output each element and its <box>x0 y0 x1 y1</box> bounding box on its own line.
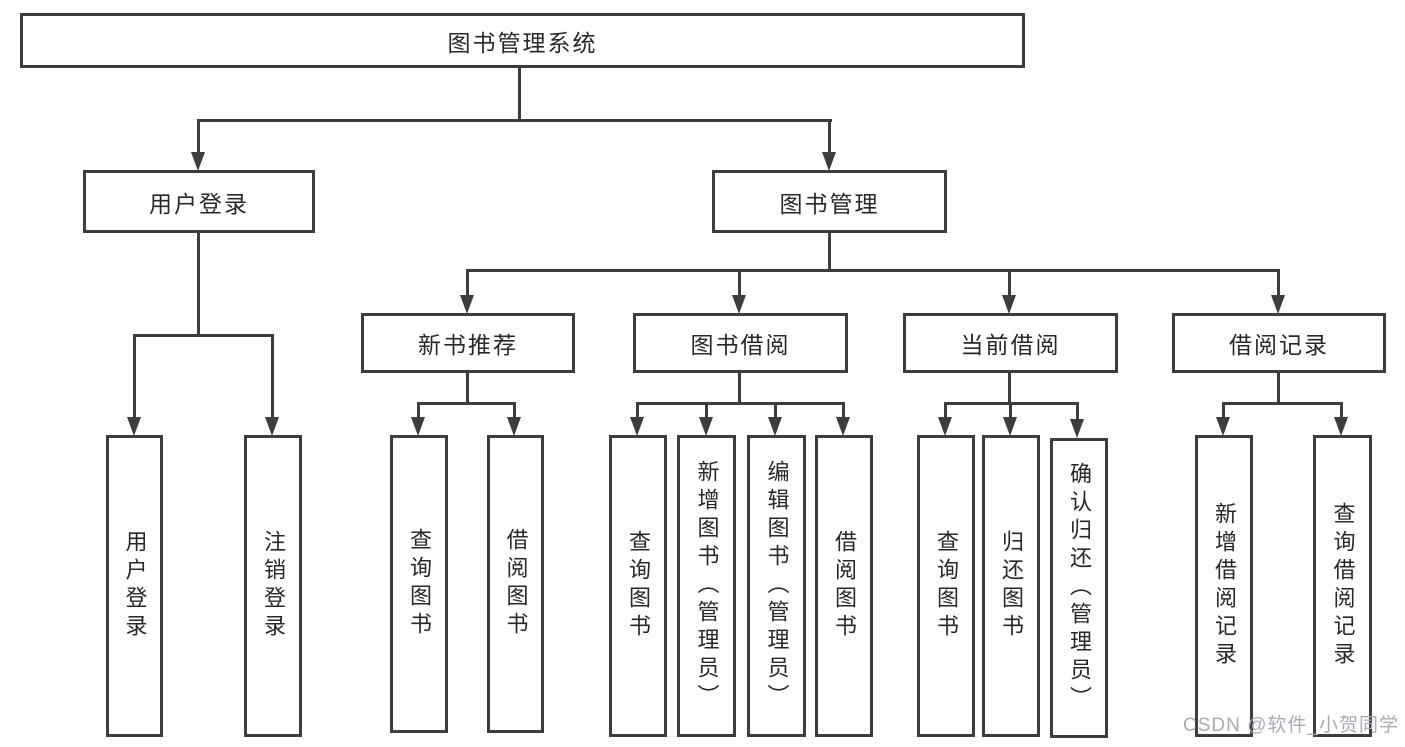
arrowhead-down-icon <box>1002 295 1016 314</box>
connector-userlogin-drop <box>197 119 200 154</box>
connector-drop <box>842 402 845 419</box>
leaf-return-books: 归还图书 <box>982 435 1040 737</box>
connector-bookmgmt-drop <box>828 119 831 154</box>
connector-borrow-rail <box>637 402 844 405</box>
csdn-watermark: CSDN @软件_小贺同学 <box>1183 715 1399 736</box>
connector-drop <box>774 402 777 419</box>
connector-root-rail <box>197 119 832 122</box>
leaf-query-books-borrow: 查询图书 <box>609 435 667 737</box>
connector-drop <box>705 402 708 419</box>
connector-borrow-stem <box>738 373 741 404</box>
leaf-add-borrow-record: 新增借阅记录 <box>1195 435 1253 737</box>
connector-drop <box>513 402 516 419</box>
node-book-borrowing: 图书借阅 <box>633 313 848 373</box>
node-borrowing-records: 借阅记录 <box>1172 313 1386 373</box>
arrowhead-down-icon <box>768 417 782 436</box>
leaf-confirm-return-admin: 确认归还（管理员） <box>1050 438 1108 738</box>
connector-drop <box>1008 269 1011 297</box>
connector-drop <box>636 402 639 419</box>
leaf-borrow-books-borrow: 借阅图书 <box>815 435 873 737</box>
connector-drop <box>1340 402 1343 419</box>
node-user-login: 用户登录 <box>83 170 315 233</box>
connector-newbook-rail <box>417 402 515 405</box>
arrowhead-down-icon <box>265 417 279 436</box>
connector-userlogin-rail <box>133 334 274 337</box>
leaf-add-books-admin: 新增图书（管理员） <box>677 435 736 737</box>
leaf-logout: 注销登录 <box>244 435 302 737</box>
arrowhead-down-icon <box>1334 417 1348 436</box>
leaf-user-login: 用户登录 <box>106 435 163 737</box>
node-current-borrowing: 当前借阅 <box>903 313 1118 373</box>
connector-current-rail <box>945 402 1079 405</box>
connector-record-rail <box>1223 402 1343 405</box>
arrowhead-down-icon <box>507 417 521 436</box>
connector-drop <box>1222 402 1225 419</box>
connector-record-stem <box>1277 373 1280 404</box>
connector-drop <box>271 334 274 418</box>
arrowhead-down-icon <box>1070 419 1084 438</box>
connector-root-stem <box>518 68 521 122</box>
arrowhead-down-icon <box>938 417 952 436</box>
leaf-borrow-books-newrec: 借阅图书 <box>487 435 544 733</box>
arrowhead-down-icon <box>127 417 141 436</box>
arrowhead-down-icon <box>460 295 474 314</box>
connector-drop <box>1009 402 1012 419</box>
arrowhead-down-icon <box>699 417 713 436</box>
connector-bookmgmt-stem <box>828 233 831 271</box>
arrowhead-down-icon <box>1271 295 1285 314</box>
node-book-management: 图书管理 <box>712 170 947 233</box>
connector-drop <box>738 269 741 297</box>
connector-drop <box>466 269 469 297</box>
connector-drop <box>1277 269 1280 297</box>
arrowhead-down-icon <box>822 152 836 171</box>
arrowhead-down-icon <box>411 417 425 436</box>
connector-drop <box>133 334 136 418</box>
leaf-query-borrow-record: 查询借阅记录 <box>1313 435 1372 737</box>
arrowhead-down-icon <box>732 295 746 314</box>
leaf-query-books-newrec: 查询图书 <box>390 435 448 733</box>
connector-userlogin-stem <box>197 233 200 336</box>
leaf-edit-books-admin: 编辑图书（管理员） <box>747 435 806 737</box>
connector-drop <box>944 402 947 419</box>
arrowhead-down-icon <box>630 417 644 436</box>
arrowhead-down-icon <box>1003 417 1017 436</box>
leaf-query-books-current: 查询图书 <box>917 435 975 737</box>
connector-drop <box>417 402 420 419</box>
arrowhead-down-icon <box>191 152 205 171</box>
connector-current-stem <box>1008 373 1011 404</box>
arrowhead-down-icon <box>1216 417 1230 436</box>
arrowhead-down-icon <box>836 417 850 436</box>
node-new-book-recommendation: 新书推荐 <box>361 313 575 373</box>
connector-bookmgmt-rail <box>467 269 1280 272</box>
connector-drop <box>1076 402 1079 421</box>
connector-newbook-stem <box>466 373 469 404</box>
node-library-system: 图书管理系统 <box>20 13 1025 68</box>
